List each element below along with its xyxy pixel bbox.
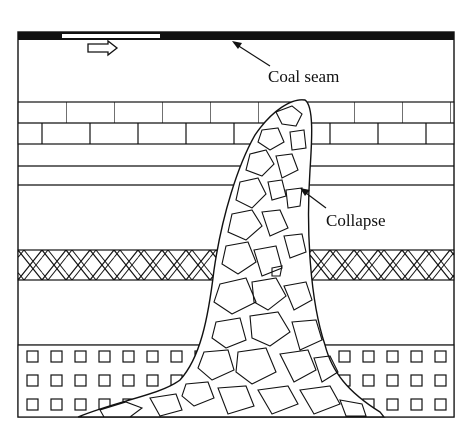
coal-seam-layer [18,32,454,40]
collapse-label: Collapse [326,211,386,230]
right-arrow-icon [87,39,119,57]
brick-stratum [17,101,455,145]
arrowhead [232,41,242,49]
coal-seam-label: Coal seam [268,67,339,86]
goaf-gap [62,34,160,38]
collapse-column [77,99,386,418]
arrowhead [300,188,310,196]
coal-seam-leader [233,42,271,67]
